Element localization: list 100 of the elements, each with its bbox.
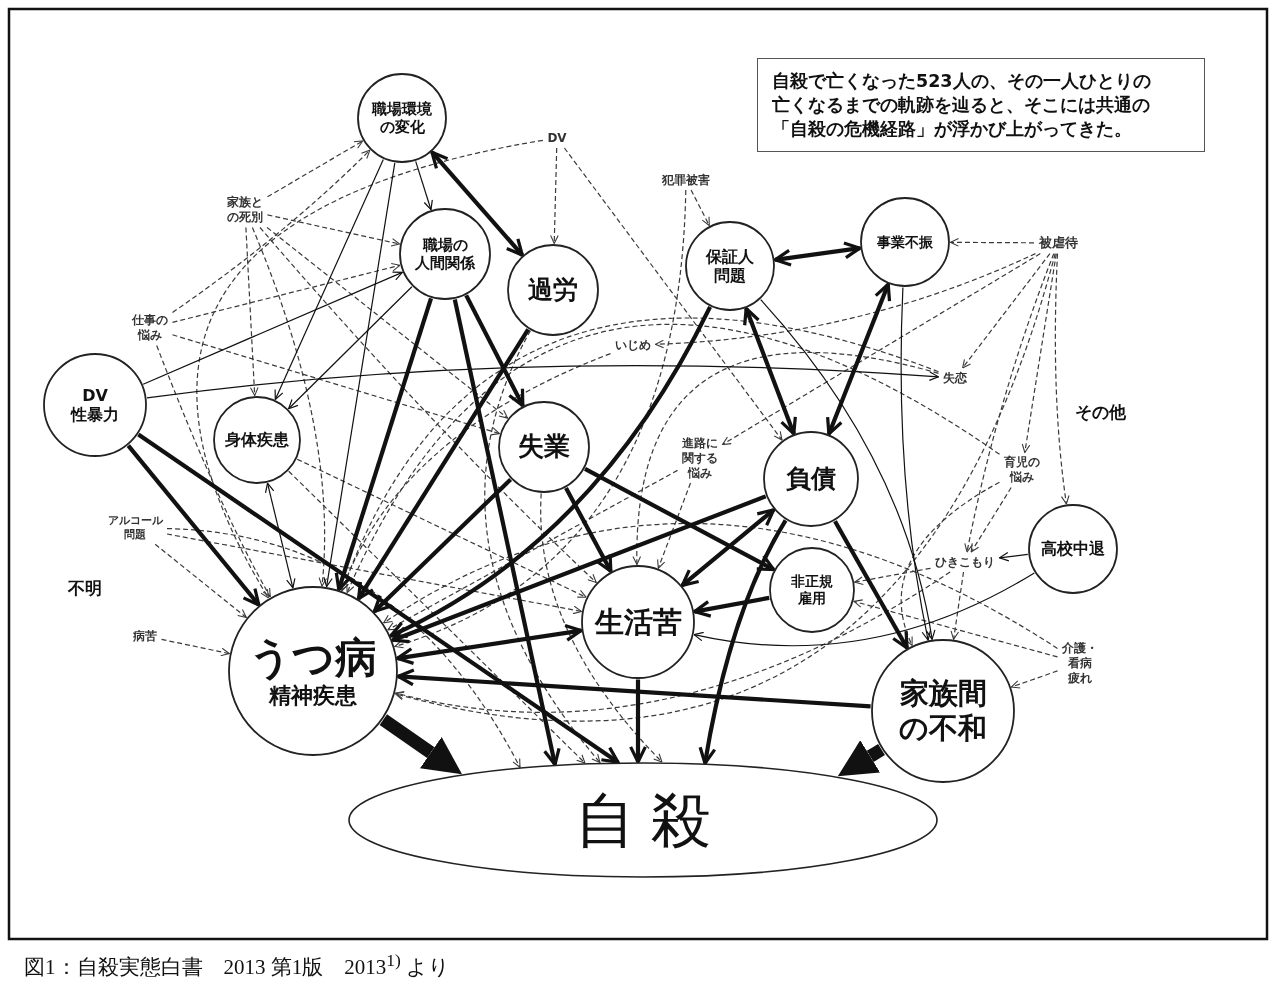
dashed-arrow xyxy=(383,523,1059,649)
dashed-arrow xyxy=(950,571,965,640)
dashed-arrow xyxy=(721,253,1041,446)
dashed-arrow xyxy=(340,353,612,592)
arrow xyxy=(693,595,770,618)
dashed-arrow xyxy=(854,567,932,585)
arrow xyxy=(323,162,396,588)
double-arrow xyxy=(773,241,862,267)
dashed-arrow xyxy=(166,528,521,768)
arrow xyxy=(584,467,776,572)
arrow xyxy=(998,551,1029,562)
dashed-arrow xyxy=(657,482,692,569)
arrow xyxy=(693,572,1035,647)
circle-node: 負債 xyxy=(763,431,859,527)
dashed-arrow xyxy=(394,253,1056,722)
circle-node: 生活苦 xyxy=(581,565,695,679)
dashed-arrow xyxy=(632,351,940,566)
factor-label: 育児の悩み xyxy=(1001,454,1043,486)
dashed-arrow xyxy=(1054,253,1070,505)
dashed-arrow xyxy=(395,571,951,713)
dashed-arrow xyxy=(387,469,679,631)
arrow xyxy=(452,299,561,767)
dashed-arrow xyxy=(266,226,509,419)
arrow xyxy=(142,271,403,385)
arrow xyxy=(372,477,513,614)
dashed-arrow xyxy=(949,238,1035,247)
caption: 図1：自殺実態白書 2013 第1版 2013$^{1)}$ より xyxy=(24,950,451,981)
ellipse-node: 自殺 xyxy=(348,762,938,878)
arrow xyxy=(760,299,936,640)
factor-label: 失恋 xyxy=(940,369,970,387)
circle-node: 身体疾患 xyxy=(213,396,301,484)
circle-node: うつ病 精神疾患 xyxy=(228,586,398,756)
circle-node: 職場環境の変化 xyxy=(357,73,447,163)
arrow xyxy=(900,286,932,641)
arrow xyxy=(379,714,463,775)
factor-label: 犯罪被害 xyxy=(659,171,713,189)
circle-node: 失業 xyxy=(498,401,590,493)
arrow xyxy=(389,305,712,638)
arrow xyxy=(837,740,885,777)
arrow xyxy=(698,519,788,765)
dashed-arrow xyxy=(1021,253,1057,454)
factor-label: 仕事の悩み xyxy=(129,312,171,344)
dashed-arrow xyxy=(245,226,259,397)
circle-node: DV性暴力 xyxy=(43,353,147,457)
category-label: 不明 xyxy=(68,576,102,600)
factor-label: いじめ xyxy=(612,336,654,354)
dashed-arrow xyxy=(654,253,1036,349)
arrow xyxy=(288,286,413,410)
dashed-arrow xyxy=(288,470,586,764)
arrow xyxy=(564,487,613,573)
dashed-arrow xyxy=(484,330,601,764)
note-box: 自殺で亡くなった523人の、その一人ひとりの亡くなるまでの軌跡を辿ると、そこには共通の「自殺の危機経路」が浮かび上がってきた。 xyxy=(757,58,1205,152)
arrow xyxy=(274,158,384,400)
dashed-arrow xyxy=(550,147,559,245)
circle-node: 事業不振 xyxy=(860,197,950,287)
circle-node: 高校中退 xyxy=(1028,504,1118,594)
arrow xyxy=(334,297,433,592)
double-arrow xyxy=(395,623,583,665)
circle-node: 非正規雇用 xyxy=(769,547,855,633)
arrow xyxy=(146,365,940,399)
circle-node: 家族間の不和 xyxy=(871,639,1015,783)
dashed-arrow xyxy=(962,253,1051,369)
arrow xyxy=(137,432,620,764)
dashed-arrow xyxy=(160,638,230,657)
arrow xyxy=(391,494,767,644)
dashed-arrow xyxy=(171,149,371,314)
dashed-arrow xyxy=(540,492,663,763)
dashed-arrow xyxy=(259,226,597,584)
factor-label: 病苦 xyxy=(130,627,160,645)
dashed-arrow xyxy=(266,214,401,247)
dashed-arrow xyxy=(1010,670,1059,689)
dashed-arrow xyxy=(970,486,1012,553)
arrow xyxy=(126,444,261,607)
dashed-arrow xyxy=(266,140,364,198)
arrow xyxy=(356,328,530,601)
double-arrow xyxy=(743,306,797,436)
dashed-arrow xyxy=(196,139,544,599)
arrow xyxy=(396,668,871,709)
circle-node: 保証人問題 xyxy=(685,221,775,311)
dashed-arrow xyxy=(690,189,710,227)
dashed-arrow xyxy=(853,599,1059,658)
category-label: その他 xyxy=(1074,400,1126,424)
circle-node: 過労 xyxy=(507,244,599,336)
dashed-arrow xyxy=(166,533,583,615)
double-arrow xyxy=(264,482,296,589)
double-arrow xyxy=(826,282,892,436)
dashed-arrow xyxy=(156,344,271,598)
dashed-arrow xyxy=(171,334,501,436)
dashed-arrow xyxy=(154,543,247,619)
factor-label: 家族との死別 xyxy=(224,194,266,226)
dashed-arrow xyxy=(296,458,587,598)
dashed-arrow xyxy=(394,189,687,648)
dashed-arrow xyxy=(251,226,327,587)
circle-node: 職場の人間関係 xyxy=(399,208,491,300)
arrow xyxy=(415,160,433,211)
factor-label: 進路に関する悩み xyxy=(679,434,721,482)
dashed-arrow xyxy=(900,481,1001,646)
dashed-arrow xyxy=(171,263,401,323)
dashed-arrow xyxy=(563,147,783,441)
double-arrow xyxy=(430,150,524,257)
